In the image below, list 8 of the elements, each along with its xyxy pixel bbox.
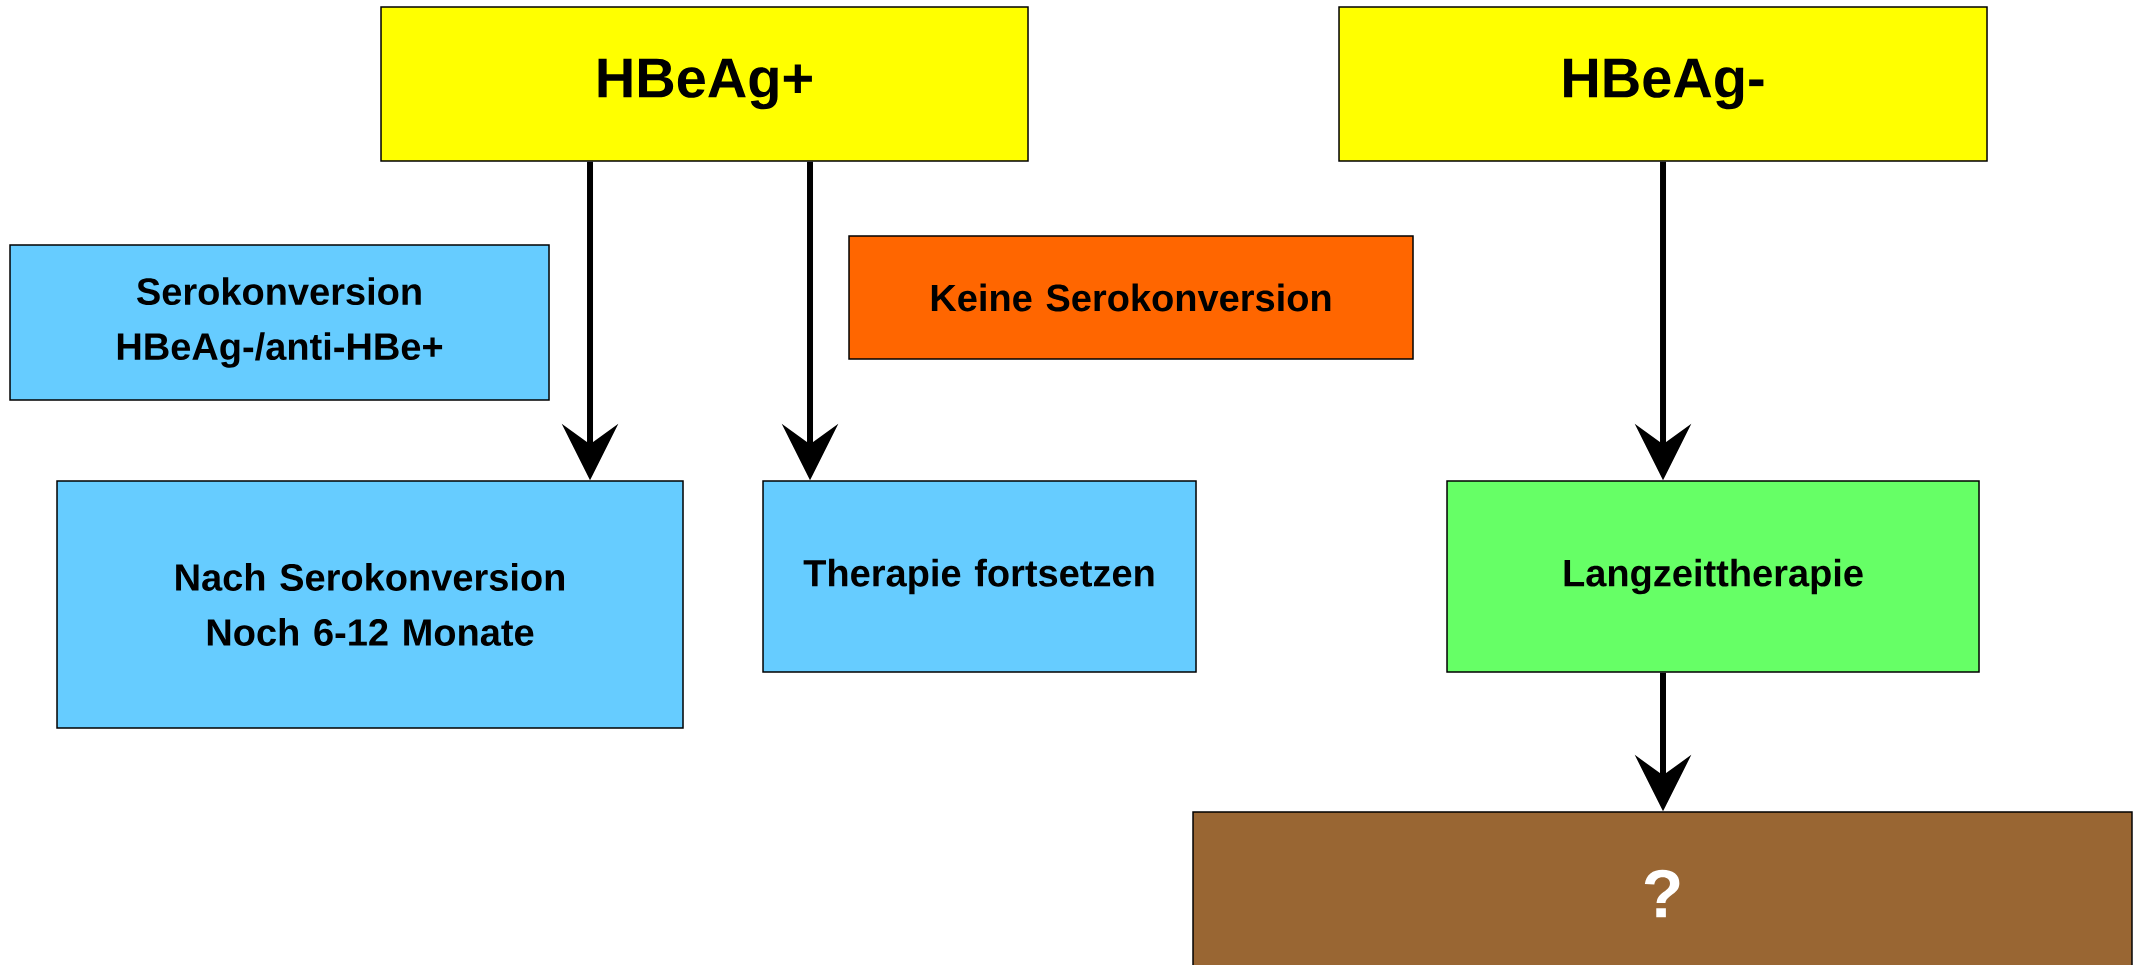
note-box: Serokonversion HBeAg-/anti-HBe+ [9,244,550,401]
process-box: Nach Serokonversion Noch 6-12 Monate [56,480,684,729]
process-box: Therapie fortsetzen [762,480,1197,673]
category-box: HBeAg- [1338,6,1988,162]
process-box: Langzeittherapie [1446,480,1980,673]
note-box: Keine Serokonversion [848,235,1414,360]
result-box: ? [1192,811,2133,965]
category-box: HBeAg+ [380,6,1029,162]
